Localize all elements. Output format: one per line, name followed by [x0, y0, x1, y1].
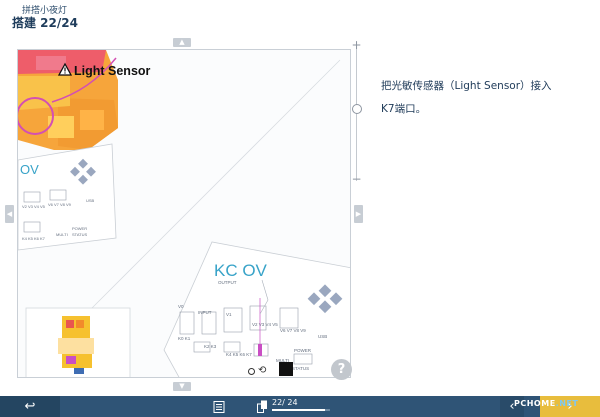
chevron-right-icon: ›	[567, 399, 573, 414]
back-arrow-icon: ↩	[24, 399, 36, 414]
callout-label: Light Sensor	[74, 64, 151, 78]
watermark-text: PCHOME	[514, 399, 556, 408]
instruction-line-1: 把光敏传感器（Light Sensor）接入	[381, 80, 552, 92]
instruction-text: 把光敏传感器（Light Sensor）接入 K7端口。	[381, 75, 586, 121]
list-icon[interactable]	[213, 401, 225, 413]
3d-viewport[interactable]: Light Sensor OV V2 V3 V4 V5 V6 V7 V8 V9 …	[17, 49, 351, 378]
next-step-button[interactable]: ›	[540, 396, 600, 417]
main-label-multi: MULTI	[276, 358, 289, 363]
step-title: 搭建 22/24	[12, 16, 78, 30]
prev-step-button[interactable]: ‹	[500, 396, 524, 417]
main-controller-board: KC OV OUTPUT V0 V1 V2 V3	[163, 241, 350, 377]
secondary-label-k4-k7: K4 K5 K6 K7	[22, 236, 46, 241]
build-scene: Light Sensor OV V2 V3 V4 V5 V6 V7 V8 V9 …	[18, 50, 350, 377]
main-label-v6-v9: V6 V7 V8 V9	[280, 328, 306, 333]
thumbnail-preview	[25, 307, 131, 377]
main-label-v2-v5: V2 V3 V4 V5	[252, 322, 278, 327]
main-label-v1: V1	[226, 312, 232, 317]
help-button[interactable]: ?	[331, 359, 352, 380]
secondary-label-v2-v5: V2 V3 V4 V5	[22, 204, 46, 209]
rotate-icon[interactable]: ⟲	[258, 365, 267, 376]
main-label-input: INPUT	[198, 310, 212, 315]
main-label-k4-k7: K4 K5 K6 K7	[226, 352, 252, 357]
instruction-line-2: K7端口。	[381, 103, 427, 115]
view-reset-icon[interactable]	[248, 368, 255, 375]
zoom-out-button[interactable]: −	[351, 172, 362, 186]
watermark: PCHOME.NET	[514, 399, 578, 408]
main-label-usb: USB	[318, 334, 327, 339]
collapse-left-handle[interactable]: ◀	[5, 205, 14, 223]
secondary-label-v6-v9: V6 V7 V8 V9	[48, 202, 72, 207]
main-board-brand: KC OV	[214, 261, 268, 280]
secondary-label-multi: MULTI	[56, 232, 68, 237]
main-label-k0-k1: K0 K1	[178, 336, 191, 341]
collapse-top-handle[interactable]: ▲	[173, 38, 191, 47]
bottom-toolbar: ↩ 22/ 24 ‹ ›	[0, 396, 600, 417]
zoom-slider-knob[interactable]	[352, 104, 362, 114]
main-label-output: OUTPUT	[218, 280, 237, 285]
secondary-controller-board: OV V2 V3 V4 V5 V6 V7 V8 V9 USB K4 K5 K6 …	[18, 143, 117, 251]
watermark-suffix: .NET	[555, 399, 579, 408]
collapse-right-handle[interactable]: ▶	[354, 205, 363, 223]
light-sensor-module	[18, 50, 118, 150]
secondary-label-status: STATUS	[72, 232, 88, 237]
app-name: 拼搭小夜灯	[22, 6, 68, 16]
progress-track[interactable]	[272, 409, 330, 411]
callout-warning-icon	[57, 62, 73, 76]
main-label-power: POWER	[294, 348, 312, 353]
zoom-in-button[interactable]: +	[351, 38, 362, 52]
guide-line	[91, 59, 341, 309]
secondary-label-power: POWER	[72, 226, 87, 231]
back-button[interactable]: ↩	[0, 396, 60, 417]
progress-fill	[272, 409, 326, 411]
collapse-bottom-handle[interactable]: ▼	[173, 382, 191, 391]
stop-icon[interactable]	[279, 362, 293, 376]
main-label-status: STATUS	[292, 366, 309, 371]
build-progress-icon	[257, 400, 267, 413]
main-label-v0: V0	[178, 304, 184, 309]
chevron-left-icon: ‹	[509, 399, 515, 414]
secondary-board-brand: OV	[20, 162, 39, 177]
top-bar: 拼搭小夜灯 搭建 22/24	[0, 0, 600, 34]
main-label-k2-k3: K2 K3	[204, 344, 217, 349]
progress-label: 22/ 24	[272, 398, 298, 407]
secondary-label-usb: USB	[86, 198, 95, 203]
zoom-track[interactable]	[356, 47, 357, 181]
